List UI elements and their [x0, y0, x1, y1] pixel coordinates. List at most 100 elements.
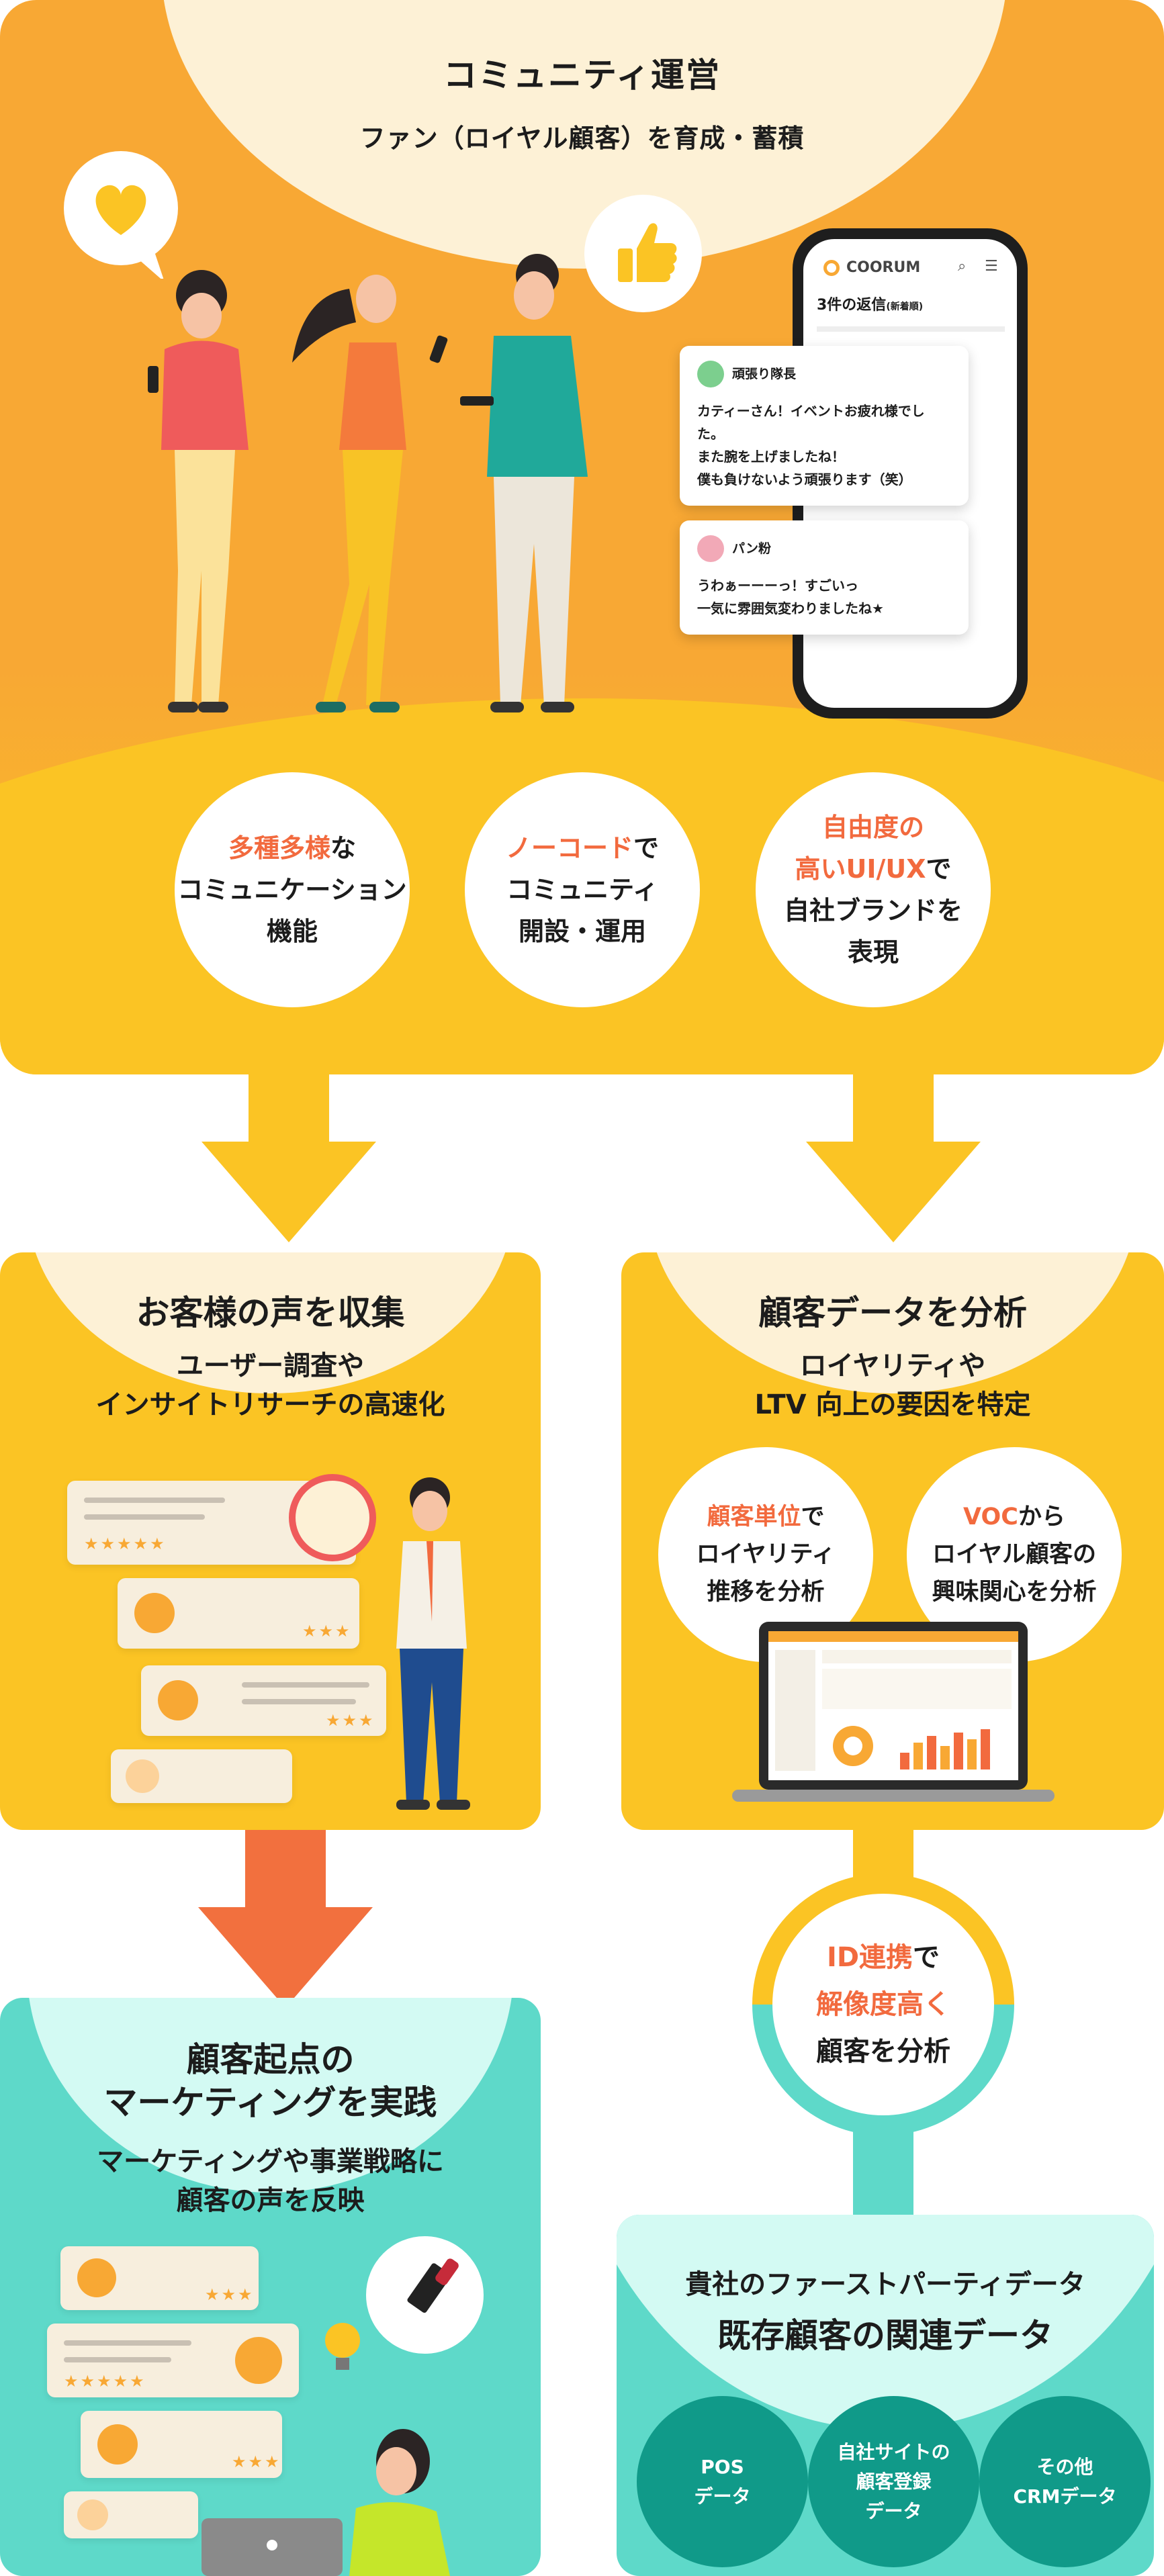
commenter-name-2: パン粉 — [732, 541, 771, 556]
feature-1-line-2: コミュニケーション — [177, 875, 407, 905]
replies-sub: (新着順) — [886, 302, 924, 312]
data-circle-pos: POS データ — [637, 2396, 808, 2567]
feature-3-highlight: 高いUI/UX — [795, 854, 926, 884]
star-rating: ★★★★★ — [84, 1534, 167, 1553]
lightbulb-icon — [325, 2323, 360, 2370]
arrow-head-left — [202, 1142, 376, 1242]
marketing-card-1: ★★★ — [60, 2246, 259, 2310]
analysis-circle-2-line-3: 興味関心を分析 — [932, 1579, 1097, 1606]
id-link-line-2: 解像度高く — [816, 1989, 950, 2020]
data-circle-site-registration: 自社サイトの 顧客登録 データ — [808, 2396, 979, 2567]
feature-2-highlight: ノーコード — [505, 833, 633, 863]
site-line-3: データ — [865, 2499, 922, 2522]
comment-1-line-3: 僕も負けないよう頑張ります（笑） — [697, 471, 912, 488]
analysis-circle-1-highlight: 顧客単位 — [707, 1504, 801, 1530]
analysis-panel: 顧客データを分析 ロイヤリティや LTV 向上の要因を特定 顧客単位で ロイヤリ… — [621, 1252, 1164, 1830]
analysis-sub-2: LTV 向上の要因を特定 — [754, 1389, 1031, 1420]
replies-header: 3件の返信 — [817, 297, 887, 314]
feature-2-rest: で — [633, 833, 660, 863]
analysis-circle-2-rest: から — [1018, 1504, 1065, 1530]
arrow-stem-down — [245, 1830, 326, 1907]
marketing-title-2: マーケティングを実践 — [103, 2083, 437, 2122]
analysis-circle-1-line-3: 推移を分析 — [707, 1579, 825, 1606]
site-line-1: 自社サイトの — [837, 2440, 950, 2463]
feature-3-line-1: 自由度の — [821, 813, 924, 842]
commenter-name-1: 頑張り隊長 — [732, 367, 797, 381]
feature-3-rest: で — [926, 854, 952, 884]
community-subtitle: ファン（ロイヤル顧客）を育成・蓄積 — [359, 124, 805, 153]
thumbs-bubble — [584, 195, 702, 312]
heart-icon — [95, 185, 165, 282]
analysis-circle-1-line-2: ロイヤリティ — [696, 1541, 836, 1568]
analysis-circle-2-line-2: ロイヤル顧客の — [932, 1541, 1096, 1568]
panda-avatar — [697, 535, 724, 562]
marketer-illustration — [202, 2429, 450, 2576]
feature-3-line-4: 表現 — [847, 937, 899, 967]
comment-1-line-1: カティーさん！イベントお疲れ様でした。 — [697, 403, 925, 442]
id-link-rest: で — [913, 1942, 940, 1973]
people-illustration — [148, 254, 588, 712]
heart-bubble — [64, 151, 178, 282]
feature-2-line-3: 開設・運用 — [518, 917, 646, 946]
feature-circle-communication: 多種多様な コミュニケーション 機能 — [175, 772, 410, 1007]
crm-line-2: CRMデータ — [1013, 2485, 1117, 2508]
arrow-head-right — [806, 1142, 981, 1242]
marketing-sub-2: 顧客の声を反映 — [176, 2185, 365, 2216]
first-party-title: 既存顧客の関連データ — [717, 2316, 1053, 2355]
feature-1-rest: な — [330, 833, 357, 863]
pos-line-1: POS — [701, 2455, 744, 2478]
marketing-title-1: 顧客起点の — [186, 2040, 355, 2079]
community-title: コミュニティ運営 — [443, 56, 721, 95]
magnifier-avatar — [289, 1474, 376, 1561]
voice-sub-1: ユーザー調査や — [176, 1350, 365, 1381]
site-line-2: 顧客登録 — [856, 2470, 932, 2493]
search-icon[interactable]: ⌕ — [958, 258, 967, 275]
coorum-logo-icon — [823, 259, 840, 276]
researcher-illustration — [396, 1477, 470, 1810]
id-link-highlight: ID連携 — [826, 1942, 913, 1973]
review-card-4 — [111, 1749, 292, 1803]
feature-circle-uiux: 自由度の 高いUI/UXで 自社ブランドを 表現 — [756, 772, 991, 1007]
review-card-2: ★★★ — [118, 1578, 359, 1649]
review-card-3: ★★★ — [141, 1665, 386, 1736]
arrow-stem-right — [853, 1074, 934, 1142]
crm-line-1: その他 — [1036, 2455, 1093, 2478]
feature-2-line-2: コミュニティ — [506, 875, 658, 905]
menu-icon[interactable]: ☰ — [985, 258, 998, 275]
marketing-card-3: ★★★ — [81, 2411, 282, 2478]
feature-3-line-3: 自社ブランドを — [783, 896, 962, 925]
comment-bubble-1: 頑張り隊長 カティーさん！イベントお疲れ様でした。 また腕を上げましたね！ 僕も… — [680, 346, 969, 506]
pos-line-2: データ — [694, 2485, 751, 2508]
voice-sub-2: インサイトリサーチの高速化 — [95, 1389, 445, 1420]
arrow-stem-left — [249, 1074, 329, 1142]
first-party-data-panel: 貴社のファーストパーティデータ 既存顧客の関連データ POS データ 自社サイト… — [617, 2215, 1154, 2576]
id-link-line-3: 顧客を分析 — [816, 2036, 950, 2067]
analysis-circle-2-highlight: VOC — [963, 1504, 1018, 1530]
comment-2-line-2: 一気に雰囲気変わりましたね★ — [697, 600, 884, 616]
comment-2-line-1: うわぁーーーっ！すごいっ — [697, 578, 858, 594]
analysis-title: 顧客データを分析 — [758, 1293, 1027, 1332]
community-panel: コミュニティ運営 ファン（ロイヤル顧客）を育成・蓄積 — [0, 0, 1164, 1074]
comment-bubble-2: パン粉 うわぁーーーっ！すごいっ 一気に雰囲気変わりましたね★ — [680, 520, 969, 635]
feature-1-line-3: 機能 — [266, 917, 318, 946]
analysis-circle-1-rest: で — [801, 1504, 825, 1530]
lipstick-bubble — [366, 2236, 484, 2354]
analysis-sub-1: ロイヤリティや — [799, 1350, 986, 1381]
id-link-circle: ID連携で 解像度高く 顧客を分析 — [772, 1894, 994, 2115]
marketing-card-4 — [64, 2491, 198, 2538]
commenter-avatar — [697, 361, 724, 387]
marketing-sub-1: マーケティングや事業戦略に — [97, 2146, 444, 2177]
laptop-dashboard-illustration — [732, 1622, 1055, 1802]
feature-circle-nocode: ノーコードで コミュニティ 開設・運用 — [465, 772, 700, 1007]
voice-panel: お客様の声を収集 ユーザー調査や インサイトリサーチの高速化 ★★★★★ ★★★… — [0, 1252, 541, 1830]
lipstick-icon — [407, 2258, 459, 2313]
app-brand: COORUM — [846, 259, 921, 276]
feature-1-highlight: 多種多様 — [228, 833, 330, 863]
thumbs-up-icon — [618, 223, 677, 282]
marketing-card-2: ★★★★★ — [47, 2324, 299, 2397]
data-circle-crm: その他 CRMデータ — [979, 2396, 1151, 2567]
arrow-head-down — [198, 1907, 373, 2008]
marketing-panel: 顧客起点の マーケティングを実践 マーケティングや事業戦略に 顧客の声を反映 ★… — [0, 1998, 541, 2576]
first-party-sub: 貴社のファーストパーティデータ — [685, 2269, 1085, 2300]
voice-title: お客様の声を収集 — [136, 1293, 405, 1332]
